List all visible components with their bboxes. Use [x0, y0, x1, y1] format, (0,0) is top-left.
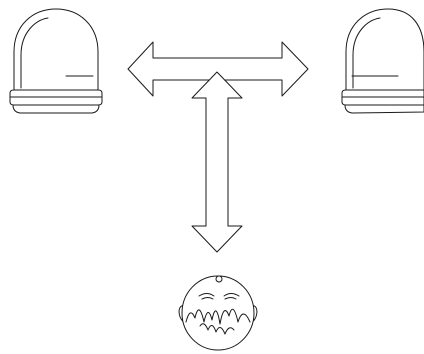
person-head-icon [178, 275, 258, 351]
double-arrow-horizontal-icon [127, 41, 309, 97]
beacon-left-icon [9, 8, 103, 114]
beacon-right-icon [341, 8, 424, 114]
double-arrow-vertical-icon [191, 71, 243, 253]
